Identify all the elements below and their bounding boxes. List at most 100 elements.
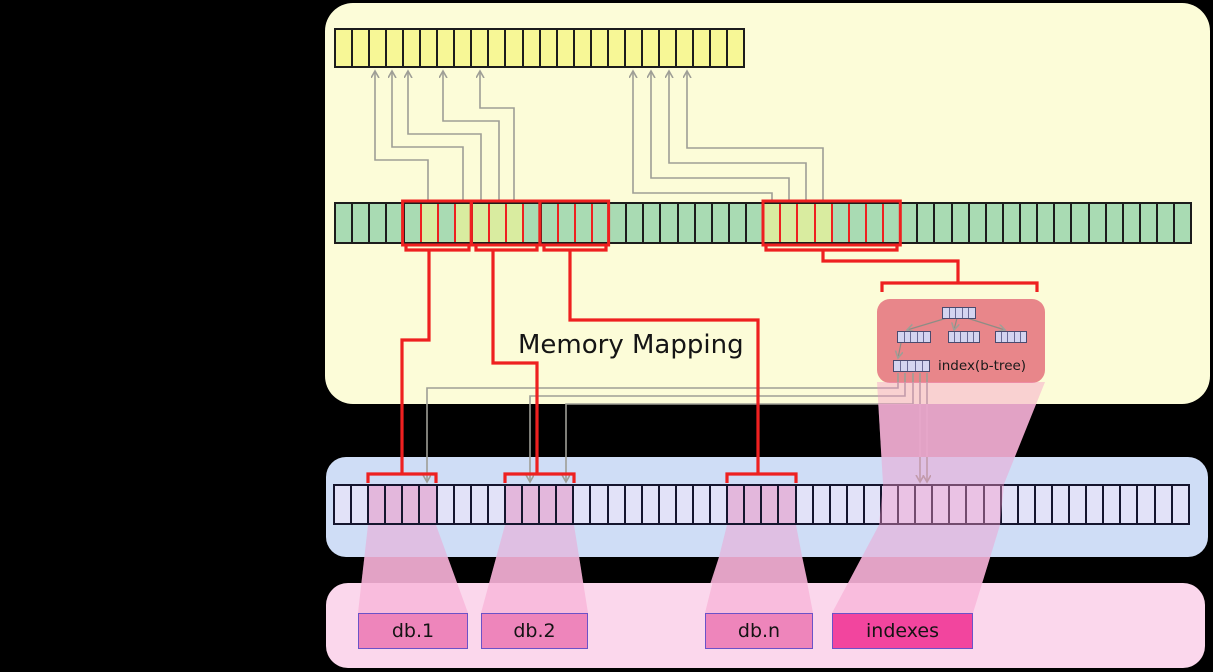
memory-cell xyxy=(984,204,1002,242)
memory-cell xyxy=(539,204,557,242)
memory-cell xyxy=(572,486,590,523)
btree-node xyxy=(995,331,1027,343)
memory-cell xyxy=(336,204,352,242)
memory-cell xyxy=(965,486,983,523)
memory-cell xyxy=(1087,204,1105,242)
memory-cell xyxy=(436,30,454,66)
dbn-file-box: db.n xyxy=(705,613,813,649)
btree-key-cell xyxy=(1013,332,1020,342)
db2-file-box: db.2 xyxy=(481,613,588,649)
btree-key-cell xyxy=(948,308,956,318)
virtual-memory-row xyxy=(334,28,745,68)
memory-cell xyxy=(335,486,351,523)
memory-cell xyxy=(336,30,352,66)
btree-key-cell xyxy=(923,332,930,342)
memory-cell xyxy=(385,30,403,66)
memory-cell xyxy=(623,486,641,523)
dbn-label: db.n xyxy=(737,620,781,642)
memory-cell xyxy=(505,204,523,242)
memory-cell xyxy=(1053,204,1071,242)
memory-cell xyxy=(657,486,675,523)
btree-key-cell xyxy=(921,361,930,371)
btree-key-cell xyxy=(894,361,901,371)
memory-cell xyxy=(674,30,692,66)
btree-key-cell xyxy=(996,332,1002,342)
memory-cell xyxy=(385,204,403,242)
memory-cell xyxy=(967,204,985,242)
memory-cell xyxy=(418,486,436,523)
memory-cell xyxy=(470,30,488,66)
memory-cell xyxy=(1121,204,1139,242)
memory-cell xyxy=(813,204,831,242)
memory-cell xyxy=(572,30,590,66)
memory-cell xyxy=(589,486,607,523)
memory-cell xyxy=(419,204,437,242)
memory-cell xyxy=(726,486,744,523)
btree-key-cell xyxy=(1001,332,1008,342)
db1-file-box: db.1 xyxy=(358,613,468,649)
memory-cell xyxy=(402,30,420,66)
memory-cell xyxy=(982,486,1000,523)
memory-cell xyxy=(1136,486,1154,523)
memory-cell xyxy=(368,204,386,242)
memory-cell xyxy=(1036,204,1054,242)
btree-key-cell xyxy=(900,361,908,371)
btree-label: index(b-tree) xyxy=(938,358,1027,374)
memory-cell xyxy=(693,204,711,242)
memory-cell xyxy=(401,486,419,523)
memory-cell xyxy=(1170,486,1188,523)
memory-cell xyxy=(419,30,437,66)
mapped-memory-row xyxy=(334,202,1192,244)
memory-cell xyxy=(1019,204,1037,242)
memory-cell xyxy=(779,204,797,242)
memory-cell xyxy=(503,486,522,523)
memory-cell xyxy=(368,30,386,66)
memory-cell xyxy=(1173,204,1191,242)
memory-cell xyxy=(351,30,369,66)
btree-key-cell xyxy=(907,361,915,371)
memory-cell xyxy=(882,204,900,242)
memory-cell xyxy=(760,486,778,523)
btree-node xyxy=(948,331,980,343)
memory-cell xyxy=(931,486,949,523)
btree-key-cell xyxy=(914,361,922,371)
memory-cell xyxy=(899,204,917,242)
btree-node xyxy=(942,307,976,319)
memory-cell xyxy=(590,204,608,242)
memory-cell xyxy=(435,486,453,523)
memory-cell xyxy=(1085,486,1103,523)
indexes-label: indexes xyxy=(866,620,939,642)
memory-cell xyxy=(743,486,761,523)
memory-cell xyxy=(402,204,420,242)
btree-key-cell xyxy=(943,308,949,318)
memory-cell xyxy=(828,486,846,523)
db1-label: db.1 xyxy=(391,620,435,642)
memory-cell xyxy=(864,204,882,242)
memory-cell xyxy=(933,204,951,242)
memory-cell xyxy=(488,204,506,242)
btree-key-cell xyxy=(910,332,917,342)
btree-key-cell xyxy=(955,308,962,318)
memory-cell xyxy=(1119,486,1137,523)
memory-cell xyxy=(606,30,624,66)
memory-cell xyxy=(1138,204,1156,242)
memory-cell xyxy=(847,204,865,242)
memory-cell xyxy=(623,30,641,66)
memory-cell xyxy=(640,30,658,66)
memory-cell xyxy=(1102,486,1120,523)
memory-cell xyxy=(727,204,745,242)
memory-cell xyxy=(625,204,643,242)
memory-cell xyxy=(762,204,780,242)
memory-cell xyxy=(351,204,369,242)
memory-cell xyxy=(916,204,934,242)
memory-cell xyxy=(555,486,573,523)
memory-cell xyxy=(777,486,795,523)
memory-cell xyxy=(1068,486,1086,523)
memory-cell xyxy=(880,486,898,523)
memory-cell xyxy=(436,204,454,242)
memory-cell xyxy=(726,30,744,66)
btree-key-cell xyxy=(968,308,975,318)
memory-cell xyxy=(487,30,505,66)
memory-cell xyxy=(948,486,966,523)
